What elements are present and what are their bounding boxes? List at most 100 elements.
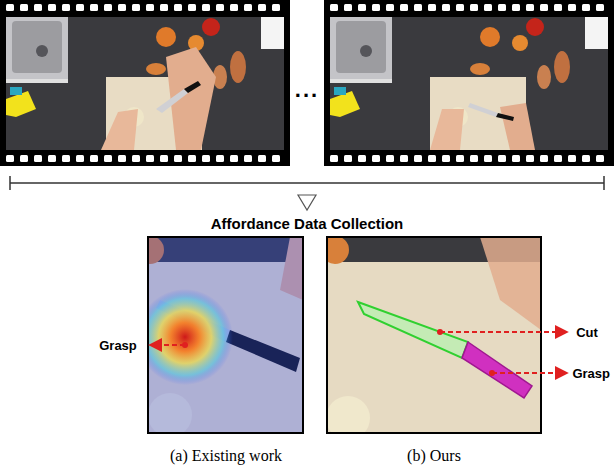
panel-existing	[136, 236, 303, 437]
sprocket-hole	[512, 4, 520, 11]
crop-image	[136, 236, 303, 437]
sprocket-hole	[146, 155, 154, 162]
sprocket-hole	[526, 155, 534, 162]
sprocket-hole	[484, 155, 492, 162]
handle-mask	[462, 342, 532, 398]
affordance-label: Grasp	[572, 366, 610, 381]
sprocket-hole	[330, 155, 338, 162]
sprocket-hole	[470, 4, 478, 11]
affordance-label: Grasp	[99, 338, 137, 353]
illustration-part	[492, 372, 566, 374]
illustration-part	[500, 103, 535, 150]
illustration-part	[0, 0, 290, 166]
sprocket-hole	[34, 4, 42, 11]
sprocket-hole	[62, 4, 70, 11]
illustration-part	[9, 176, 11, 190]
sprocket-hole	[400, 4, 408, 11]
film-frame-right	[324, 0, 614, 166]
sprocket-hole	[344, 155, 352, 162]
sprocket-hole	[498, 155, 506, 162]
illustration-part	[330, 17, 608, 150]
illustration-part	[148, 237, 303, 433]
sprocket-hole	[582, 4, 590, 11]
sprocket-hole	[258, 155, 266, 162]
sprocket-hole	[20, 4, 28, 11]
illustration-part	[151, 344, 185, 346]
sprocket-hole	[48, 155, 56, 162]
sprocket-hole	[90, 4, 98, 11]
sprocket-hole	[160, 4, 168, 11]
sprocket-hole	[62, 155, 70, 162]
illustration-part	[327, 237, 541, 433]
crop-image	[321, 236, 541, 440]
blade-mask	[358, 302, 468, 358]
sprocket-hole	[174, 4, 182, 11]
video-frame	[330, 17, 608, 150]
label-anchor: (a) Existing work	[170, 447, 282, 465]
illustration-part	[430, 109, 464, 150]
sprocket-hole	[244, 4, 252, 11]
sprocket-hole	[442, 155, 450, 162]
sprocket-hole	[470, 155, 478, 162]
illustration-part	[440, 331, 566, 333]
label-anchor: ...	[295, 77, 319, 103]
illustration-part	[437, 329, 443, 335]
sprocket-hole	[160, 155, 168, 162]
sprocket-hole	[358, 4, 366, 11]
sprocket-hole	[554, 155, 562, 162]
sprocket-hole	[216, 4, 224, 11]
label-anchor: (b) Ours	[407, 447, 461, 465]
sprocket-hole	[34, 155, 42, 162]
sprocket-hole	[6, 4, 14, 11]
label-anchor: Grasp	[572, 366, 610, 381]
sprocket-hole	[244, 155, 252, 162]
sprocket-hole	[202, 4, 210, 11]
sprocket-hole	[568, 4, 576, 11]
sprocket-hole	[358, 155, 366, 162]
sprocket-hole	[104, 4, 112, 11]
sprocket-hole	[372, 4, 380, 11]
illustration-part	[148, 237, 303, 433]
sprocket-hole	[554, 4, 562, 11]
label-anchor: Grasp	[99, 338, 137, 353]
sprocket-hole	[456, 4, 464, 11]
illustration-part	[324, 0, 614, 166]
sprocket-hole	[372, 155, 380, 162]
sprocket-hole	[146, 4, 154, 11]
illustration-part	[184, 81, 201, 93]
illustration-part	[489, 370, 495, 376]
illustration-part	[182, 342, 188, 348]
sprocket-hole	[258, 4, 266, 11]
illustration-part	[101, 109, 138, 150]
sprocket-hole	[132, 155, 140, 162]
sprocket-hole	[456, 155, 464, 162]
sprocket-hole	[414, 4, 422, 11]
subfigure-caption: (b) Ours	[407, 447, 461, 465]
sprocket-hole	[386, 155, 394, 162]
sprocket-hole	[512, 155, 520, 162]
sprocket-hole	[414, 155, 422, 162]
sprocket-hole	[76, 155, 84, 162]
sprocket-hole	[202, 155, 210, 162]
sprocket-hole	[230, 4, 238, 11]
sprocket-hole	[400, 155, 408, 162]
sprocket-hole	[582, 155, 590, 162]
illustration-part	[156, 89, 188, 113]
sprocket-hole	[428, 155, 436, 162]
sprocket-hole	[20, 155, 28, 162]
subfigure-caption: (a) Existing work	[170, 447, 282, 465]
sprocket-hole	[90, 155, 98, 162]
sprocket-hole	[132, 4, 140, 11]
sprocket-hole	[442, 4, 450, 11]
affordance-label: Cut	[576, 325, 598, 340]
sprocket-hole	[428, 4, 436, 11]
sprocket-hole	[344, 4, 352, 11]
sprocket-hole	[48, 4, 56, 11]
leader-arrows	[151, 329, 566, 376]
sprocket-hole	[330, 4, 338, 11]
panel-ours	[321, 236, 541, 440]
ellipsis: ...	[295, 77, 319, 103]
illustration-part	[10, 182, 604, 184]
sprocket-hole	[386, 4, 394, 11]
